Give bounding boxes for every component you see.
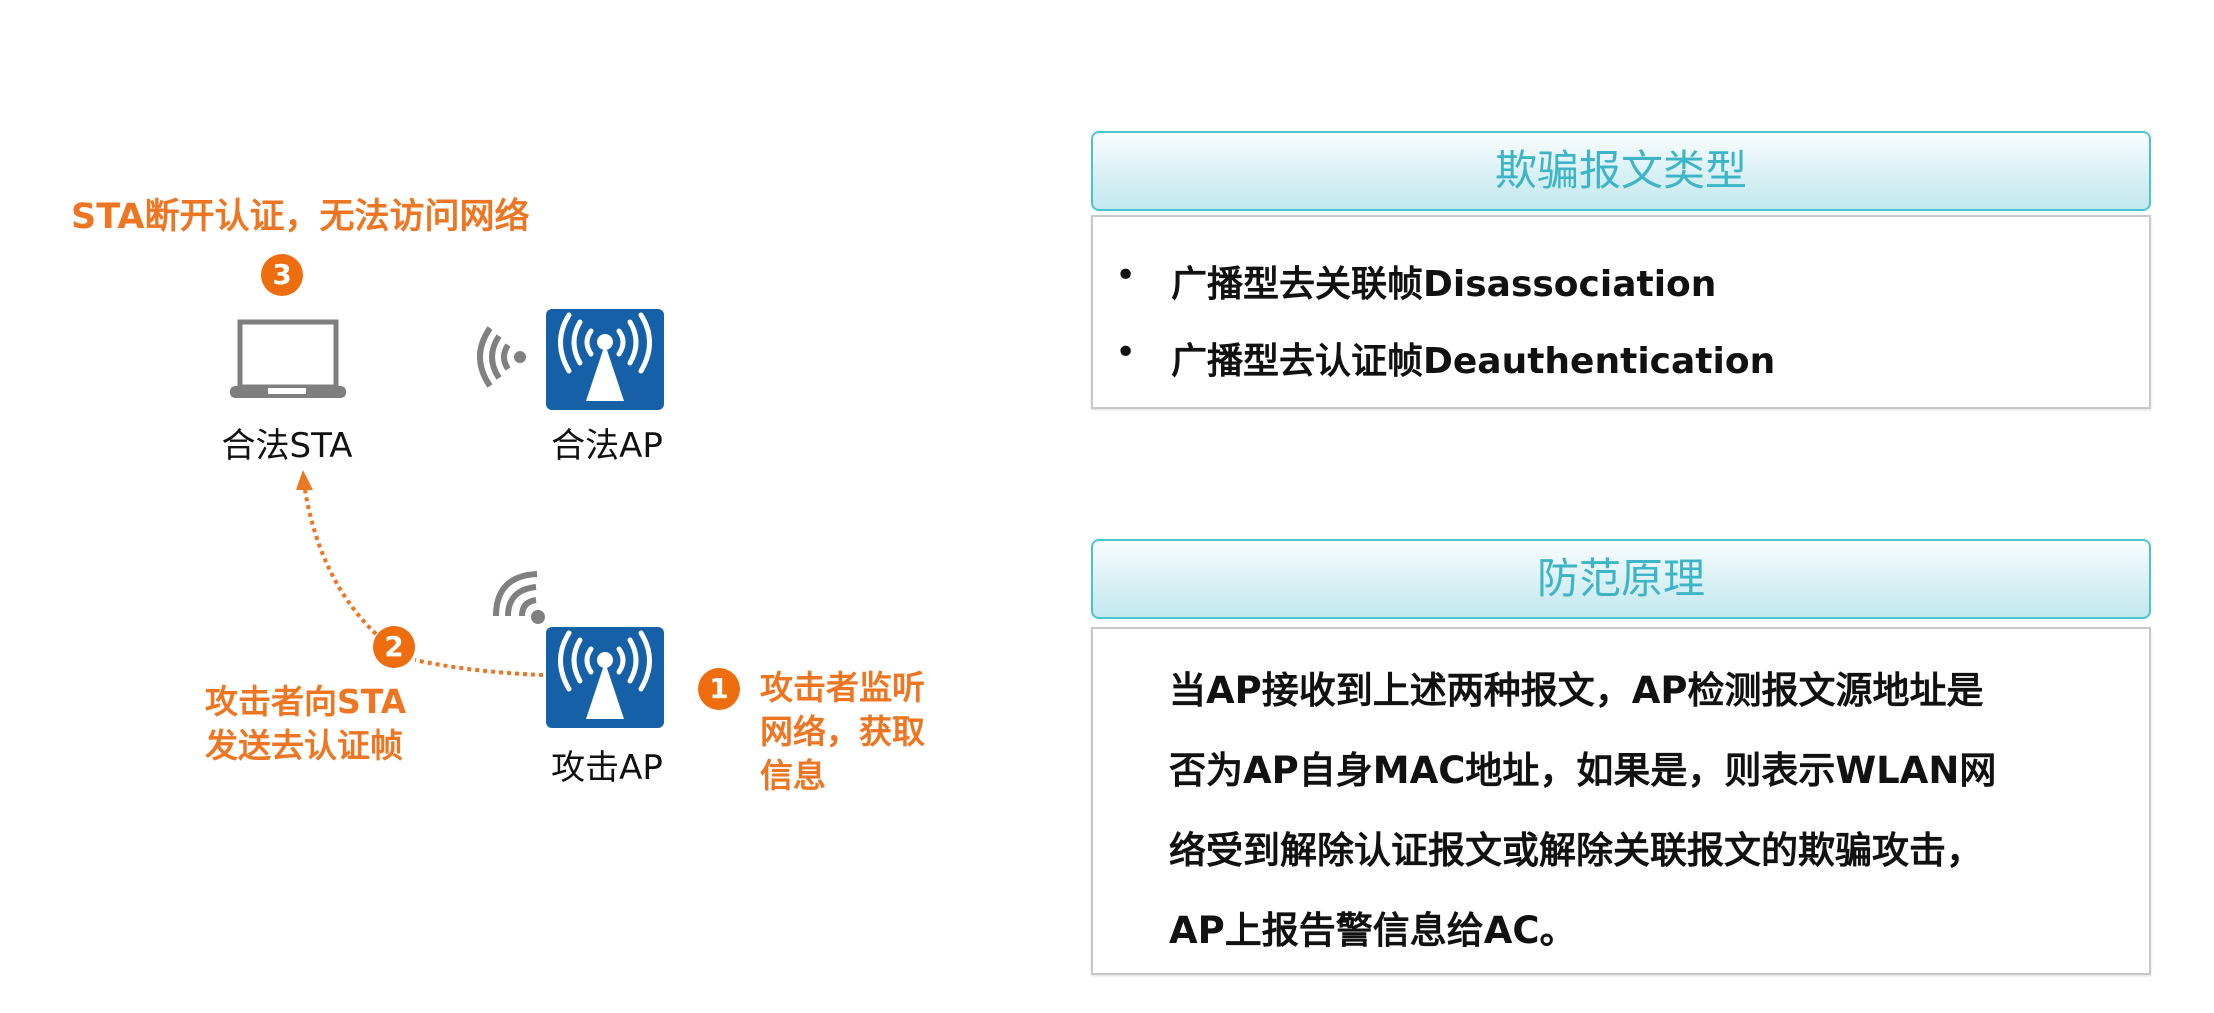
legit-sta-label: 合法STA [221, 426, 353, 466]
deauth-arrow [296, 470, 544, 677]
defense-header: 防范原理 [1091, 539, 2151, 619]
defense-line: 否为AP自身MAC地址，如果是，则表示WLAN网 [1169, 749, 1997, 792]
bullet: • [1115, 255, 1137, 296]
step-1-badge: 1 [698, 668, 740, 710]
types-header: 欺骗报文类型 [1091, 131, 2151, 211]
step-2-line: 发送去认证帧 [205, 726, 403, 765]
defense-line: 当AP接收到上述两种报文，AP检测报文源地址是 [1169, 669, 1984, 712]
result-text: STA断开认证，无法访问网络 [71, 197, 530, 237]
step-3-badge: 3 [261, 254, 303, 296]
types-box: • 广播型去关联帧Disassociation • 广播型去认证帧Deauthe… [1091, 215, 2151, 409]
type-item: 广播型去关联帧Disassociation [1171, 264, 1717, 305]
attack-ap-label: 攻击AP [551, 748, 663, 788]
step-2-badge: 2 [373, 626, 415, 668]
defense-line: AP上报告警信息给AC。 [1169, 909, 1577, 952]
wifi-signal-icon [493, 571, 545, 624]
bullet: • [1115, 332, 1137, 373]
defense-line: 络受到解除认证报文或解除关联报文的欺骗攻击， [1169, 829, 1983, 872]
step-2-line: 攻击者向STA [205, 682, 407, 721]
laptop-icon [230, 319, 346, 398]
step-2-text: 攻击者向STA 发送去认证帧 [205, 680, 406, 768]
step-1-line: 网络，获取 [760, 712, 925, 751]
step-1-line: 攻击者监听 [760, 668, 925, 707]
legit-ap-icon [546, 309, 664, 410]
step-1-line: 信息 [760, 756, 826, 795]
defense-text: 当AP接收到上述两种报文，AP检测报文源地址是 否为AP自身MAC地址，如果是，… [1169, 651, 2129, 971]
attack-ap-icon [546, 627, 664, 728]
type-item: 广播型去认证帧Deauthentication [1171, 341, 1776, 382]
defense-box: 当AP接收到上述两种报文，AP检测报文源地址是 否为AP自身MAC地址，如果是，… [1091, 627, 2151, 975]
legit-ap-label: 合法AP [551, 426, 663, 466]
wifi-signal-icon [477, 326, 526, 388]
step-1-text: 攻击者监听 网络，获取 信息 [760, 666, 925, 798]
